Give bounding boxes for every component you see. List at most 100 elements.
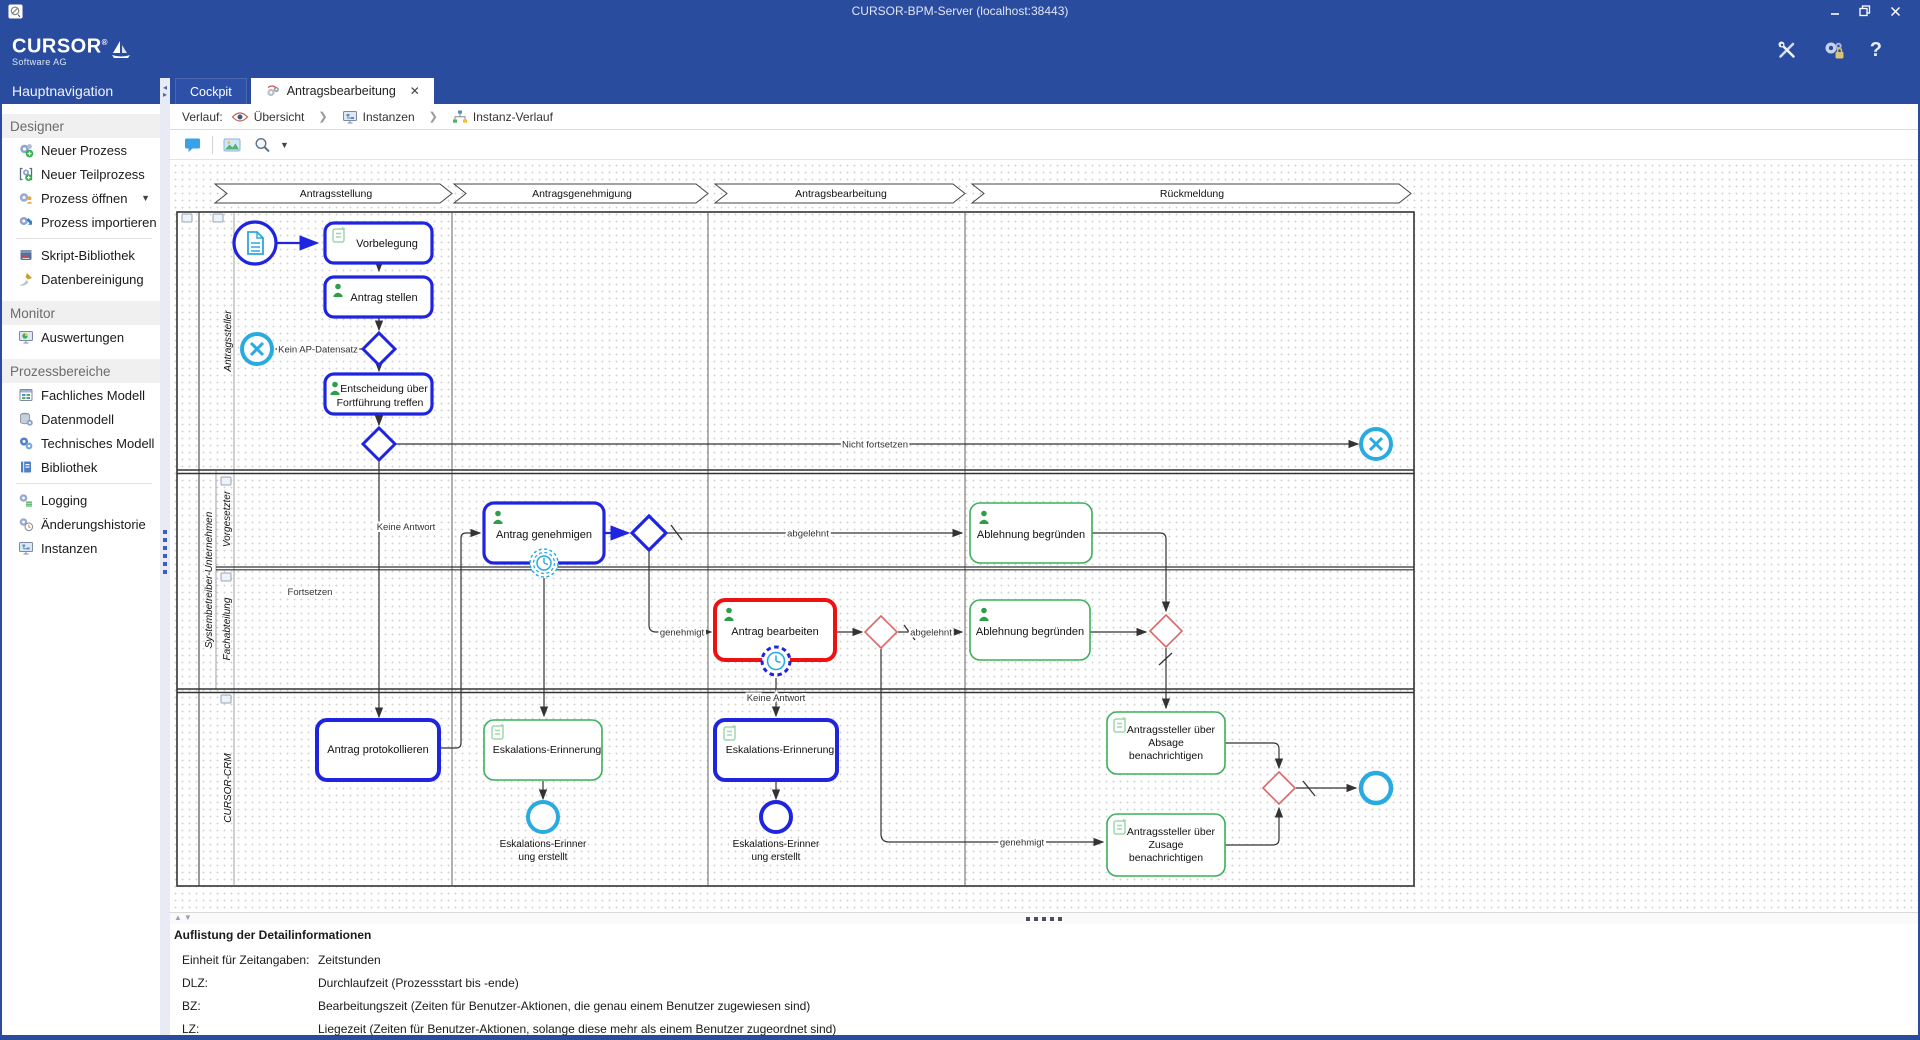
svg-text:Absage: Absage [1148,737,1184,749]
phase-rueckmeldung [970,183,1412,204]
section-prozessbereiche: Prozessbereiche [2,359,160,383]
restore-button[interactable] [1854,3,1876,19]
breadcrumb-prefix: Verlauf: [182,109,223,124]
end-event-eskalation-2[interactable] [759,800,793,834]
sidebar-item-bibliothek[interactable]: Bibliothek [2,455,160,479]
end-event-final[interactable] [1358,770,1394,806]
task-ablehnung-begruenden-1[interactable]: Ablehnung begründen [969,502,1093,564]
sidebar-item-prozess-oeffnen[interactable]: Prozess öffnen ▼ [2,186,160,210]
diagram-canvas[interactable]: Antragsstellung Antragsgenehmigung Antra… [170,160,1918,912]
timer-boundary-event[interactable] [529,548,559,578]
person-icon [493,510,503,524]
task-antrag-stellen[interactable]: Antrag stellen [323,275,434,319]
chevron-down-icon[interactable]: ▼ [141,193,150,203]
image-export-icon[interactable] [221,135,243,155]
task-antrag-bearbeiten[interactable]: Antrag bearbeiten [713,598,837,677]
zoom-tool-icon[interactable] [251,134,274,156]
brand-subtitle: Software AG [12,56,67,67]
sidebar-item-label: Neuer Prozess [41,142,127,158]
gateway-5[interactable] [1148,613,1184,649]
svg-text:Zusage: Zusage [1148,839,1183,851]
sidebar-item-neuer-teilprozess[interactable]: Neuer Teilprozess [2,162,160,186]
label-genehmigt-1: genehmigt [660,628,705,639]
splitter-handle[interactable] [1026,917,1062,921]
pool-structure [176,211,1415,887]
brand-name: CURSOR [12,35,102,58]
task-zusage-benachrichtigen[interactable]: Antragssteller über Zusage benachrichtig… [1106,813,1226,877]
sidebar-item-prozess-importieren[interactable]: Prozess importieren [2,210,160,234]
breadcrumb-instanzen[interactable]: Instanzen [342,110,415,124]
minimize-button[interactable] [1824,3,1846,19]
breadcrumb-uebersicht[interactable]: Übersicht [231,110,304,124]
task-entscheidung-fortfuehrung[interactable]: Entscheidung über Fortführung treffen [323,372,434,416]
svg-text:Entscheidung über: Entscheidung über [340,383,428,395]
timer-boundary-event[interactable] [760,645,792,677]
end-event-nicht-fortsetzen[interactable] [1359,427,1393,461]
sidebar-item-skript-bibliothek[interactable]: Skript-Bibliothek [2,243,160,267]
sidebar-item-instanzen[interactable]: Instanzen [2,536,160,560]
help-icon[interactable]: ? [1869,38,1882,61]
label-genehmigt-2: genehmigt [1000,838,1045,849]
sidebar-item-datenbereinigung[interactable]: Datenbereinigung [2,267,160,291]
close-button[interactable] [1884,3,1906,19]
svg-text:Antragsgenehmigung: Antragsgenehmigung [532,188,632,200]
task-antrag-genehmigen[interactable]: Antrag genehmigen [482,501,606,578]
svg-text:Eskalations-Erinner: Eskalations-Erinner [733,839,820,850]
phase-labels: Antragsstellung Antragsgenehmigung Antra… [300,188,1224,200]
task-ablehnung-begruenden-2[interactable]: Ablehnung begründen [969,599,1091,661]
script-icon [1113,818,1127,835]
details-label: BZ: [182,998,201,1013]
event-labels: Eskalations-Erinner ung erstellt Eskalat… [500,839,820,863]
sidebar-item-technisches-modell[interactable]: Technisches Modell [2,431,160,455]
gateways [360,330,1297,806]
script-icon [332,226,346,243]
label-abgelehnt-1: abgelehnt [787,529,829,540]
gateway-3[interactable] [629,513,669,553]
window-title: CURSOR-BPM-Server (localhost:38443) [851,4,1069,18]
sidebar-splitter[interactable]: ◂▸ [160,78,170,1035]
task-eskalations-erinnerung-2[interactable]: Eskalations-Erinnerung [713,718,839,782]
svg-text:Antrag genehmigen: Antrag genehmigen [496,529,592,541]
splitter-arrows-icon[interactable]: ▲▼ [174,913,194,922]
lane-collapse-toggles[interactable] [181,213,232,704]
svg-text:Vorbelegung: Vorbelegung [356,238,418,250]
gateway-1[interactable] [360,330,398,368]
start-event[interactable] [232,220,278,266]
sidebar-item-neuer-prozess[interactable]: Neuer Prozess [2,138,160,162]
sidebar-item-fachliches-modell[interactable]: Fachliches Modell [2,383,160,407]
comment-icon[interactable] [182,135,204,155]
breadcrumb-instanz-verlauf[interactable]: Instanz-Verlauf [452,110,553,124]
tab-close-icon[interactable]: ✕ [409,84,420,98]
script-icon [1113,716,1127,733]
svg-text:Antragssteller über: Antragssteller über [1127,724,1216,736]
gateway-4[interactable] [863,614,899,650]
task-absage-benachrichtigen[interactable]: Antragssteller über Absage benachrichtig… [1106,711,1226,775]
end-event-eskalation-1[interactable] [526,800,560,834]
sidebar-item-aenderungshistorie[interactable]: Änderungshistorie [2,512,160,536]
task-antrag-protokollieren[interactable]: Antrag protokollieren [315,718,441,782]
zoom-caret-icon[interactable]: ▼ [280,139,289,150]
tab-cockpit[interactable]: Cockpit [175,78,247,104]
task-eskalations-erinnerung-1[interactable]: Eskalations-Erinnerung [483,719,603,781]
details-splitter[interactable]: ▲▼ [170,912,1918,924]
gateway-6[interactable] [1261,770,1297,806]
sidebar-item-auswertungen[interactable]: Auswertungen [2,325,160,349]
import-process-icon [18,214,34,230]
svg-text:ung erstellt: ung erstellt [752,852,801,863]
lane-labels: Antragssteller Systembetreiber-Unternehm… [204,310,234,823]
admin-gears-icon[interactable] [1820,37,1848,63]
task-vorbelegung[interactable]: Vorbelegung [323,221,434,265]
svg-text:benachrichtigen: benachrichtigen [1129,852,1203,864]
details-value: Zeitstunden [318,952,381,967]
details-label: LZ: [182,1021,200,1036]
details-panel: Auflistung der Detailinformationen Einhe… [170,924,1918,1036]
splitter-handle[interactable] [163,530,167,574]
label-keine-antwort-2: Keine Antwort [747,693,806,704]
tools-icon[interactable] [1774,37,1800,63]
end-event-kein-ap[interactable] [240,332,274,366]
tab-antragsbearbeitung[interactable]: Antragsbearbeitung ✕ [250,78,434,104]
sidebar-item-logging[interactable]: Logging [2,488,160,512]
splitter-collapse-icon[interactable]: ◂▸ [162,83,167,99]
gateway-2[interactable] [360,425,398,463]
sidebar-item-datenmodell[interactable]: Datenmodell [2,407,160,431]
